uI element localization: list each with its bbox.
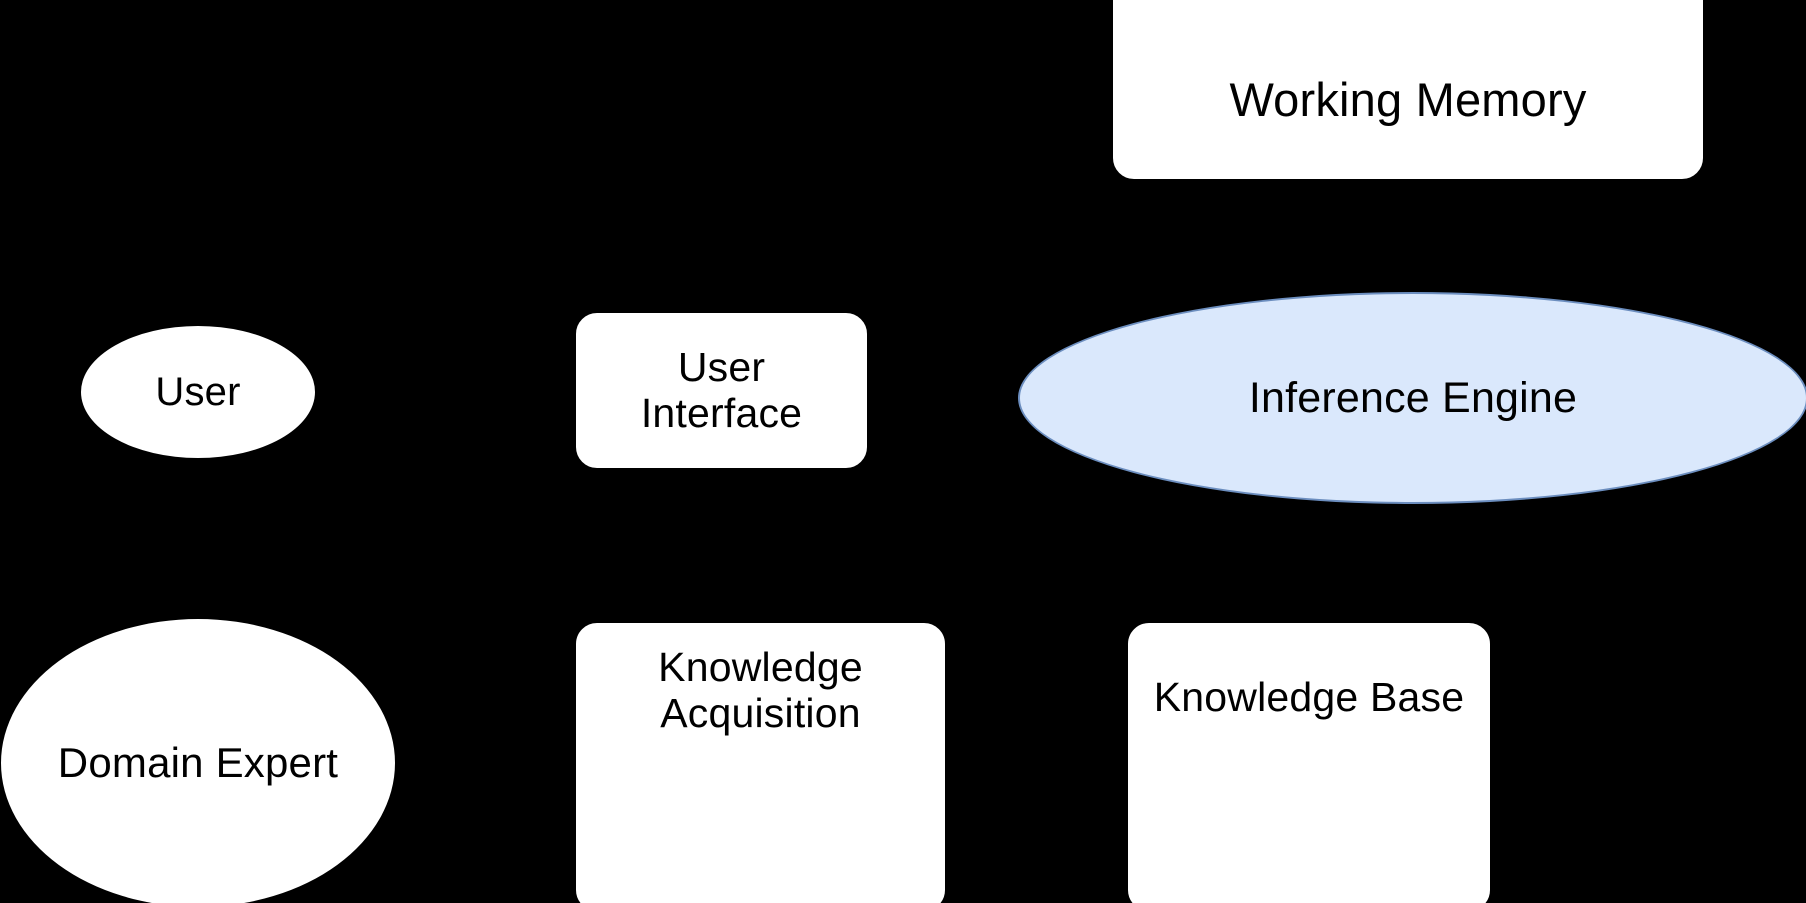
node-user-label: User [155,369,241,414]
node-knowledge-acquisition-label: Knowledge Acquisition [658,644,863,736]
node-user-interface[interactable]: User Interface [575,312,868,469]
node-knowledge-base-label: Knowledge Base [1153,674,1465,720]
node-knowledge-acquisition[interactable]: Knowledge Acquisition [575,622,946,903]
node-inference-engine-label: Inference Engine [1248,373,1578,422]
node-user[interactable]: User [80,325,316,459]
node-domain-expert[interactable]: Domain Expert [0,618,396,903]
node-user-interface-label: User Interface [640,343,803,436]
node-working-memory-label: Working Memory [1229,73,1587,127]
node-domain-expert-label: Domain Expert [57,739,339,787]
node-working-memory[interactable]: Working Memory [1112,0,1704,180]
node-inference-engine[interactable]: Inference Engine [1018,292,1806,504]
node-knowledge-base[interactable]: Knowledge Base [1127,622,1491,903]
